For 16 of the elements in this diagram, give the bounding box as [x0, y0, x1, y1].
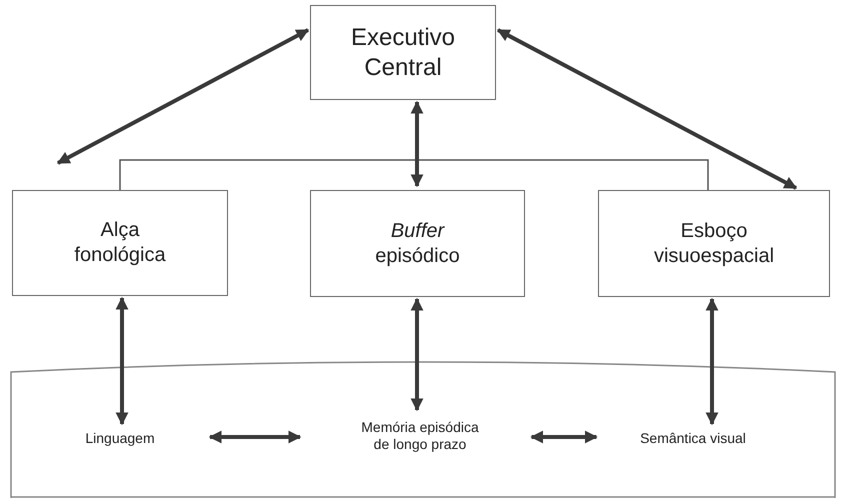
double-arrow: [410, 298, 424, 412]
memory-label: Semântica visual: [618, 428, 768, 450]
visuospatial-sketchpad-box: Esboço visuoespacial: [598, 190, 830, 297]
double-arrow: [706, 298, 718, 426]
double-arrow: [410, 100, 424, 188]
phonological-loop-box: Alça fonológica: [12, 190, 228, 296]
double-arrow: [116, 296, 128, 426]
double-arrow: [496, 28, 798, 190]
episodic-buffer-box: Buffer episódico: [310, 190, 525, 297]
connector-line: [119, 159, 709, 190]
memory-label: Memória episódica de longo prazo: [330, 414, 510, 458]
memory-label: Linguagem: [60, 428, 180, 450]
double-arrow: [530, 430, 598, 444]
executive-box: Executivo Central: [310, 5, 496, 100]
double-arrow: [208, 430, 302, 444]
double-arrow: [56, 28, 310, 165]
